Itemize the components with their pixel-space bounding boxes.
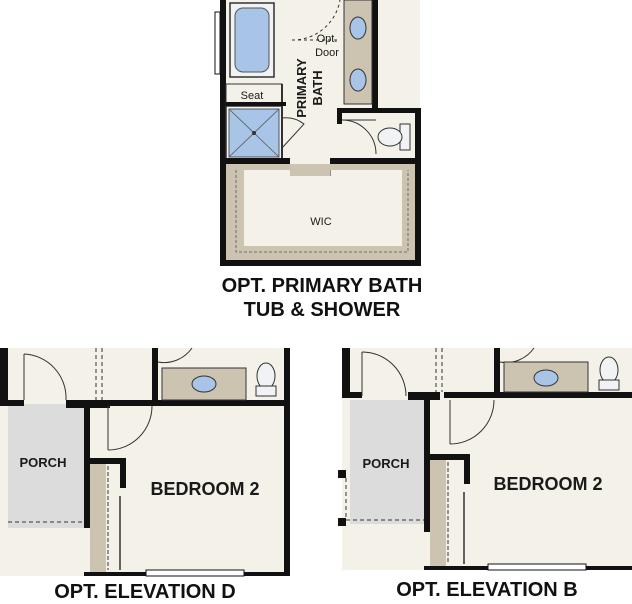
opt-door-label: Opt. — [317, 33, 338, 45]
bath-window — [214, 11, 221, 75]
elev-b-hall-door-arc — [499, 347, 535, 364]
elev-d-closet-right-wall — [120, 458, 126, 488]
elev-d-bath-left-wall — [152, 348, 158, 402]
elev-b-bath-left-wall — [494, 348, 500, 396]
sink-icon — [349, 68, 367, 92]
shower-top-wall — [226, 102, 286, 106]
elev-d-closet — [90, 464, 106, 572]
toilet-icon — [255, 362, 277, 397]
wc-left-wall — [337, 108, 342, 124]
elev-b-porch-label: PORCH — [363, 456, 410, 471]
primary-bath-caption-line2: TUB & SHOWER — [243, 299, 401, 321]
elev-b-closet-right-wall — [464, 454, 470, 484]
sink-icon — [191, 375, 217, 393]
bath-right-wall-lower — [415, 164, 421, 266]
elev-d-closet-top-wall — [84, 458, 126, 464]
elev-b-closet — [430, 460, 446, 566]
primary-bath-caption-line1: OPT. PRIMARY BATH — [221, 275, 423, 297]
elevation-b-caption: OPT. ELEVATION B — [396, 579, 578, 601]
elev-b-porch-post — [338, 470, 346, 478]
elev-d-bedroom-door-arc — [107, 405, 153, 451]
wic-label: WIC — [310, 216, 331, 228]
elev-b-porch-top-wall — [342, 392, 362, 398]
seat-label: Seat — [241, 90, 264, 102]
bath-right-wall-upper — [372, 0, 378, 112]
elev-b-window — [487, 563, 587, 571]
elev-b-porch — [350, 400, 424, 524]
sink-icon — [349, 16, 367, 40]
elevation-d-plan: PORCH BEDROOM 2 — [0, 347, 290, 577]
bath-left-wall — [220, 0, 226, 266]
opt-door-arc — [291, 0, 341, 41]
elev-d-bedroom-label: BEDROOM 2 — [150, 479, 259, 499]
wic-top-wall-right — [330, 158, 421, 164]
elev-b-bedroom-label: BEDROOM 2 — [493, 474, 602, 494]
elev-d-bath-bottom-wall — [104, 400, 290, 406]
elev-b-closet-top-wall — [430, 454, 470, 460]
primary-bath-label: PRIMARY — [294, 58, 309, 118]
bath-bottom-wall — [220, 260, 421, 266]
bath-right-wall-wc — [415, 110, 421, 168]
primary-bath-caption: OPT. PRIMARY BATH TUB & SHOWER — [170, 274, 474, 322]
wc-top-wall — [337, 108, 421, 113]
toilet-icon — [598, 356, 620, 391]
elev-b-porch-post — [338, 518, 346, 526]
elev-b-bath-bottom-wall — [444, 392, 632, 398]
elev-d-porch — [8, 404, 84, 528]
elev-b-entry-door-arc — [361, 351, 407, 397]
elevation-b-plan: PORCH BEDROOM 2 — [338, 347, 632, 571]
elev-d-window — [145, 569, 245, 577]
wic-rod — [235, 170, 409, 253]
primary-bath-label: BATH — [310, 70, 325, 105]
wc-door-arc — [341, 119, 377, 155]
toilet-icon — [377, 123, 411, 151]
elev-d-entry-door-arc — [23, 353, 67, 401]
elev-d-right-wall — [284, 348, 290, 576]
shower-door-swing — [281, 117, 305, 149]
wic-floor — [250, 176, 396, 240]
opt-door-label: Door — [315, 47, 339, 59]
shower-drain — [252, 131, 256, 135]
elev-d-porch-top-wall — [0, 400, 24, 406]
elev-d-porch-label: PORCH — [20, 455, 67, 470]
elev-b-outer-left-wall — [342, 348, 350, 396]
elev-d-outer-left-wall — [0, 348, 8, 404]
elev-d-hall-door-arc — [157, 347, 193, 364]
sink-icon — [533, 369, 559, 387]
elevation-d-caption: OPT. ELEVATION D — [54, 581, 236, 603]
elev-b-bedroom-door-arc — [449, 399, 495, 445]
elev-b-stair-wall — [424, 392, 430, 532]
primary-bath-plan: PRIMARY BATH Opt. Door Seat WIC — [214, 0, 421, 266]
bathtub-water — [234, 7, 270, 73]
shower-bottom-wall — [222, 158, 290, 164]
